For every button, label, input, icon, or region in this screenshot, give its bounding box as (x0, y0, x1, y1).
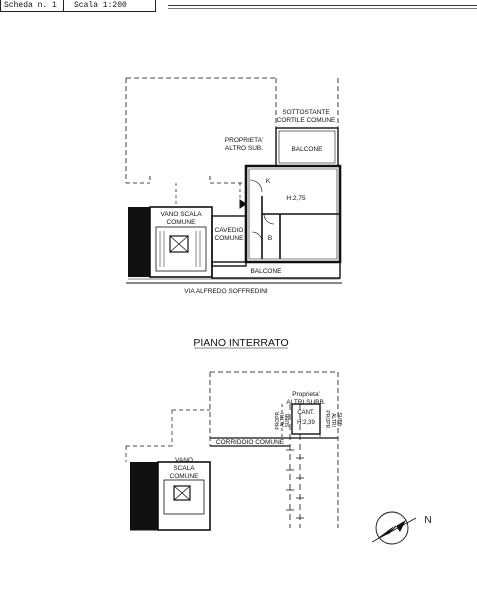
boundary-dashed-2 (126, 176, 246, 184)
boundary-dashed (125, 77, 339, 183)
north-arrow-icon (371, 511, 417, 545)
north-label: N (424, 515, 431, 526)
label-subb-left: SUBB. (285, 412, 291, 427)
label-cortile-comune: CORTILE COMUNE (277, 117, 336, 124)
door-arc-3 (251, 231, 263, 243)
label-vano: VANO (175, 457, 193, 464)
label-kitchen: K (266, 178, 271, 185)
lower-stair-wall (130, 462, 158, 530)
apartment-walls-inner (248, 168, 338, 260)
scale-label: Scala 1:200 (74, 1, 127, 10)
lift-shaft (169, 235, 189, 253)
lift-cross (169, 235, 189, 253)
label-corridoio: CORRIDOIO COMUNE (216, 439, 285, 446)
balcony-bottom (211, 261, 341, 279)
label-height: H:2,75 (286, 195, 306, 202)
entry-marker (239, 199, 247, 209)
upper-plan-labels: SOTTOSTANTE CORTILE COMUNE PROPRIETA' AL… (160, 109, 336, 295)
lower-plan-labels: Proprieta' ALTRI SUBB. PROPR. ALTRI SUBB… (170, 391, 342, 480)
label-altri-left: ALTRI (280, 413, 286, 427)
label-altro-sub: ALTRO SUB. (225, 145, 263, 152)
lower-lift-cross (173, 485, 191, 501)
label-scala: SCALA (173, 465, 195, 472)
label-balcone-bottom: BALCONE (250, 268, 282, 275)
upper-plan (125, 77, 342, 284)
header-rule-2 (168, 8, 477, 9)
label-comune-stair: COMUNE (167, 219, 197, 226)
label-cant-height: H:2,39 (297, 420, 315, 426)
label-vano-scala: VANO SCALA (160, 211, 202, 218)
door-arc-1 (249, 179, 263, 193)
balcony-top-inner (278, 130, 336, 164)
scheda-label: Scheda n. 1 (4, 1, 57, 10)
label-sottostante: SOTTOSTANTE (282, 109, 330, 116)
lower-plan (125, 371, 339, 531)
stair-steps (159, 231, 201, 267)
lower-lift-shaft (173, 485, 191, 501)
lower-stair-flight (163, 479, 205, 515)
corridor-hatch (286, 449, 304, 519)
lower-boundary-dashed (209, 371, 339, 528)
stair-flight (155, 226, 207, 272)
label-subb-right: SUBB. (336, 412, 342, 427)
header-box: Scheda n. 1 Scala 1:200 (0, 0, 156, 12)
header-rule (168, 5, 477, 6)
label-comune-cavedio: COMUNE (215, 235, 245, 242)
label-altri-right: ALTRI (330, 413, 336, 427)
cantina (291, 403, 321, 435)
label-lower-proprieta: Proprieta' (292, 391, 320, 398)
label-bath: B (268, 235, 272, 242)
lower-boundary-dashed-2 (125, 409, 210, 462)
label-cant: CANT. (297, 410, 315, 416)
cavedio (211, 215, 247, 267)
label-lower-altri-subb: ALTRI SUBB. (286, 399, 325, 406)
label-balcone-top: BALCONE (291, 146, 323, 153)
label-propr-right: PROPR. (324, 410, 330, 429)
label-cavedio: CAVEDIO (215, 227, 244, 234)
label-street: VIA ALFREDO SOFFREDINI (184, 288, 268, 295)
stair-wall-left (128, 207, 150, 277)
label-proprieta: PROPRIETA' (225, 137, 263, 144)
corridor-walls (210, 437, 338, 447)
label-propr-left: PROPR. (275, 410, 281, 429)
door-arc-2 (263, 213, 275, 225)
lower-plan-title: PIANO INTERRATO (193, 337, 288, 349)
label-comune: COMUNE (170, 473, 200, 480)
boundary-dashed-3 (175, 183, 241, 207)
header-separator (63, 0, 64, 11)
